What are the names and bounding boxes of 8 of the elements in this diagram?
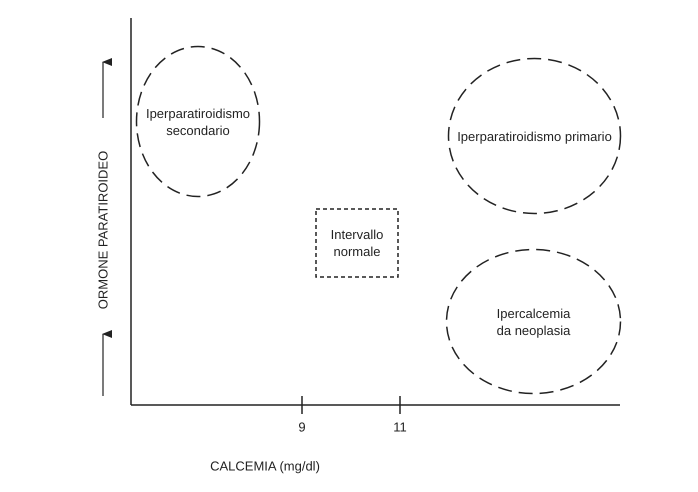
tick-label: 9 [298,420,306,434]
region-label: Intervallo normale [330,226,384,260]
region-label: Ipercalcemia da neoplasia [496,304,572,338]
tick-label: 11 [393,420,407,434]
axis-title: CALCEMIA (mg/dl) [210,458,320,474]
region-label: Iperparatiroidismo primario [457,128,612,144]
region-label: Iperparatiroidismo secondario [145,104,251,138]
axis-title: ORMONE PARATIROIDEO [96,150,110,310]
